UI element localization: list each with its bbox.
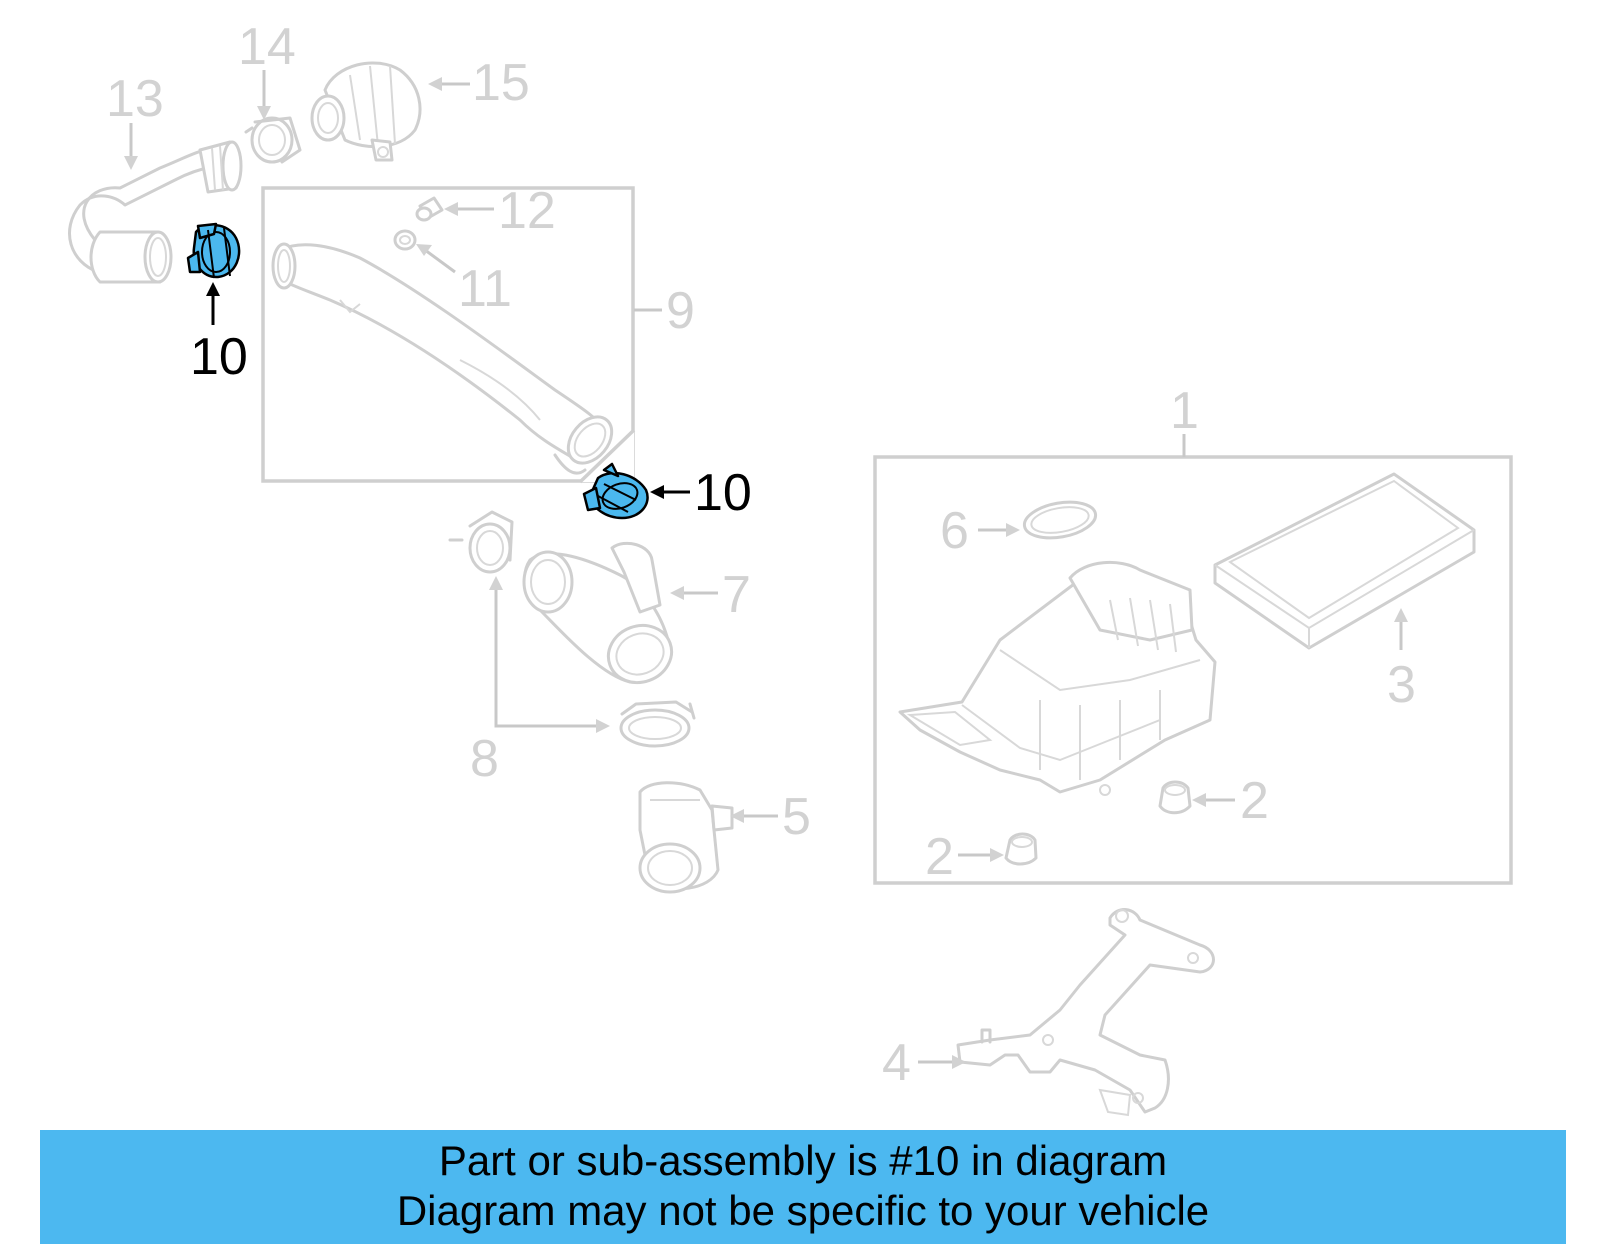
callout-6: 6 xyxy=(940,502,969,560)
banner-disclaimer-line: Diagram may not be specific to your vehi… xyxy=(396,1187,1210,1234)
callout-12: 12 xyxy=(498,182,556,240)
part-8-clamp-upper[interactable] xyxy=(448,510,514,574)
callout-5: 5 xyxy=(782,788,811,846)
callout-2-left: 2 xyxy=(925,828,954,886)
part-1-air-cleaner-housing[interactable] xyxy=(898,560,1217,796)
part-11-grommet[interactable] xyxy=(393,229,417,251)
part-15-valve[interactable] xyxy=(310,61,422,162)
callout-10-upper: 10 xyxy=(190,328,248,386)
part-2-mount-left[interactable] xyxy=(1004,832,1038,866)
part-10-clamp-highlight-lower[interactable] xyxy=(582,462,649,520)
callout-15: 15 xyxy=(472,54,530,112)
part-9-group-box xyxy=(261,186,635,483)
part-4-bracket[interactable] xyxy=(956,908,1215,1117)
callout-3: 3 xyxy=(1387,656,1416,714)
part-2-mount-right[interactable] xyxy=(1158,780,1192,815)
part-14-clamp[interactable] xyxy=(244,116,302,164)
callout-9: 9 xyxy=(666,282,695,340)
callout-8: 8 xyxy=(470,730,499,788)
callout-7: 7 xyxy=(722,566,751,624)
callout-13: 13 xyxy=(106,70,164,128)
part-12-fitting[interactable] xyxy=(415,196,444,222)
part-3-filter-element[interactable] xyxy=(1213,472,1476,650)
callout-4: 4 xyxy=(882,1034,911,1092)
part-13-intake-hose[interactable] xyxy=(68,140,243,284)
callout-1: 1 xyxy=(1170,382,1199,440)
parts-diagram: 13 14 15 10 xyxy=(68,18,1513,1117)
part-10-clamp-highlight-upper[interactable] xyxy=(186,222,241,279)
part-5-air-mass-meter[interactable] xyxy=(638,781,734,894)
part-8-clamp-lower[interactable] xyxy=(619,700,696,748)
callout-10-lower: 10 xyxy=(694,464,752,522)
info-banner: Part or sub-assembly is #10 in diagram D… xyxy=(40,1130,1566,1244)
part-9-intake-duct[interactable] xyxy=(271,242,621,475)
banner-part-line: Part or sub-assembly is #10 in diagram xyxy=(438,1137,1168,1184)
part-6-gasket[interactable] xyxy=(1022,497,1099,543)
callout-2-right: 2 xyxy=(1240,772,1269,830)
callout-14: 14 xyxy=(238,18,296,76)
callout-11: 11 xyxy=(458,260,512,318)
part-7-elbow-hose[interactable] xyxy=(522,541,680,691)
part-1-group-box xyxy=(873,455,1513,885)
